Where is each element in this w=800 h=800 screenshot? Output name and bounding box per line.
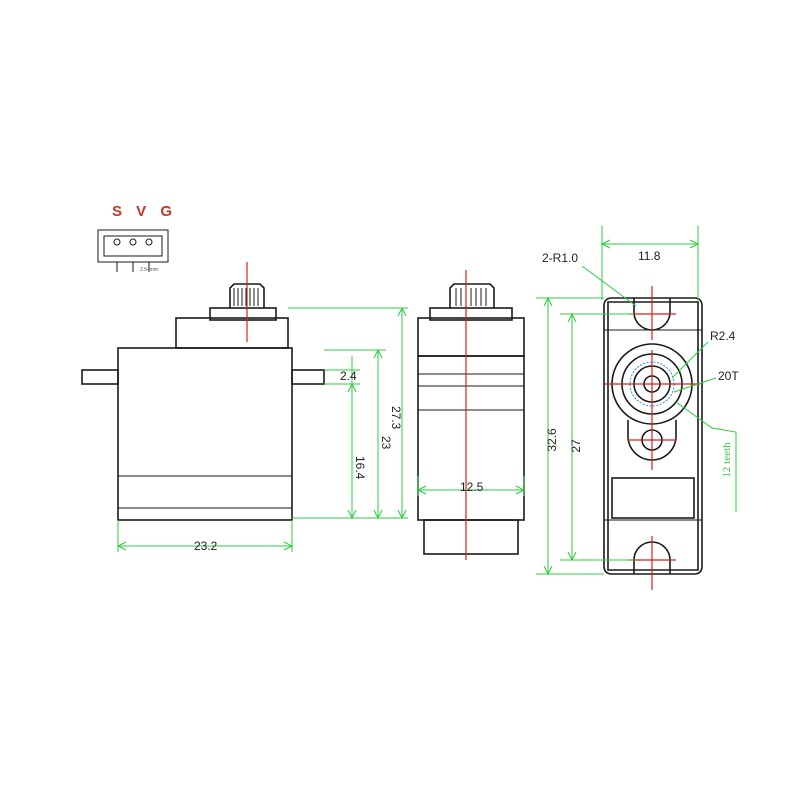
dim-width-side: 23.2 xyxy=(194,539,218,553)
dim-spline-teeth: 20T xyxy=(718,369,739,383)
connector-pin-3 xyxy=(145,238,153,246)
connector-housing xyxy=(97,229,169,263)
leader-teeth-note xyxy=(675,401,737,512)
side-body xyxy=(117,347,293,521)
dim-flange-to-bottom: 16.4 xyxy=(353,456,367,480)
side-view: 23.2 2.4 16.4 23 27.3 xyxy=(81,262,408,553)
top-view: 11.8 2-R1.0 R2.4 20T 12 teeth 32.6 27 xyxy=(536,226,739,590)
connector-pin-2 xyxy=(129,238,137,246)
top-label-area xyxy=(611,477,695,519)
front-bottom-cap xyxy=(423,519,519,555)
connector-pin-1 xyxy=(113,238,121,246)
connector-pinout: S V G 2.54mm xyxy=(97,203,177,273)
dim-total-length: 32.6 xyxy=(545,428,559,452)
dim-teeth-note: 12 teeth xyxy=(721,442,733,478)
side-flange-left xyxy=(81,369,119,385)
leader-spline-radius xyxy=(671,341,709,379)
connector-pitch-label: 2.54mm xyxy=(140,267,158,273)
side-boss xyxy=(209,307,277,321)
front-body xyxy=(417,355,525,521)
dim-hole-radius: 2-R1.0 xyxy=(542,251,578,265)
top-outline xyxy=(603,297,703,575)
leader-hole-radius xyxy=(581,265,637,307)
connector-title: S V G xyxy=(112,203,177,220)
dim-total-height: 27.3 xyxy=(389,406,403,430)
leader-spline-teeth xyxy=(673,377,717,393)
dim-hole-spacing: 27 xyxy=(569,439,583,453)
front-spline xyxy=(449,283,495,308)
front-view: 12.5 xyxy=(416,270,526,560)
front-boss xyxy=(429,307,513,321)
top-inner-outline xyxy=(607,301,699,571)
connector-inner xyxy=(103,235,163,257)
dim-body-height: 23 xyxy=(379,436,393,450)
dim-flange-thickness: 2.4 xyxy=(340,369,357,383)
dim-spline-radius: R2.4 xyxy=(710,329,736,343)
front-top-cap xyxy=(417,317,525,357)
side-flange-right xyxy=(291,369,325,385)
dim-depth: 12.5 xyxy=(460,480,484,494)
dim-top-width: 11.8 xyxy=(638,249,661,263)
side-top-cap xyxy=(175,317,289,349)
